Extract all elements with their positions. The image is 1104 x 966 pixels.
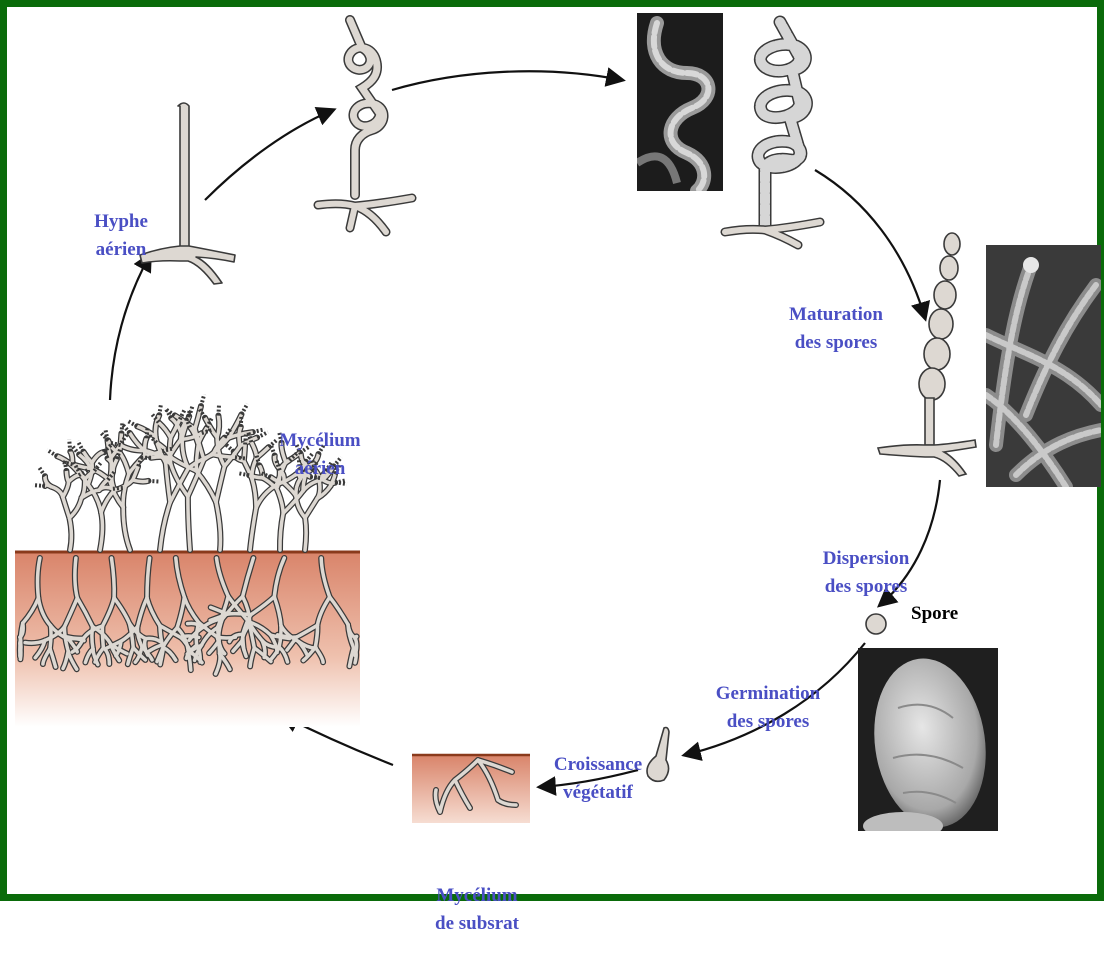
arrow-hyphe-to-coil [205, 110, 333, 200]
aerial-hypha-illustration [140, 103, 235, 284]
hypha-branch [227, 614, 251, 615]
label-spore: Spore [911, 603, 958, 625]
coiled-spore-chain-illustration [725, 22, 820, 245]
germinating-spore-illustration [647, 728, 669, 782]
spore-chain-tip [242, 404, 248, 415]
spore-chain-tip [100, 432, 108, 441]
spore-chain-tip [218, 404, 219, 416]
hypha-branch [151, 457, 172, 458]
spore-chain-tip [69, 440, 70, 452]
spore-chain-tip [38, 466, 45, 476]
hypha-branch [305, 518, 306, 550]
spore-chain-tip [121, 421, 122, 433]
spore-chain-tip [78, 441, 84, 452]
sem-photo-spore-chains [986, 245, 1101, 487]
coiled-hypha-illustration [318, 20, 412, 232]
substrate-mycelium-small-illustration [412, 755, 530, 823]
hypha-branch [66, 637, 84, 639]
spore-chain-tip [148, 481, 160, 482]
sem-photo-coiled-chain [637, 13, 723, 191]
hypha-branch [92, 452, 104, 463]
spore-chain-tip [257, 432, 268, 437]
mature-spore-chain-illustration [878, 233, 976, 476]
hypha-branch [20, 637, 21, 642]
hypha-branch [196, 471, 216, 502]
hypha-branch [102, 626, 103, 648]
hypha-branch [196, 444, 198, 471]
spore-chain-tip [47, 450, 57, 456]
spore-chain-tip [33, 485, 45, 486]
spore-chain-tip [127, 420, 137, 426]
arrow-coil-to-photo [392, 71, 622, 90]
hypha-branch [133, 480, 149, 482]
hypha-branch [69, 518, 71, 550]
hypha-branch [243, 634, 244, 650]
hypha-branch [239, 427, 241, 446]
sem-photo-spore [858, 648, 998, 831]
hypha-branch [217, 416, 219, 438]
